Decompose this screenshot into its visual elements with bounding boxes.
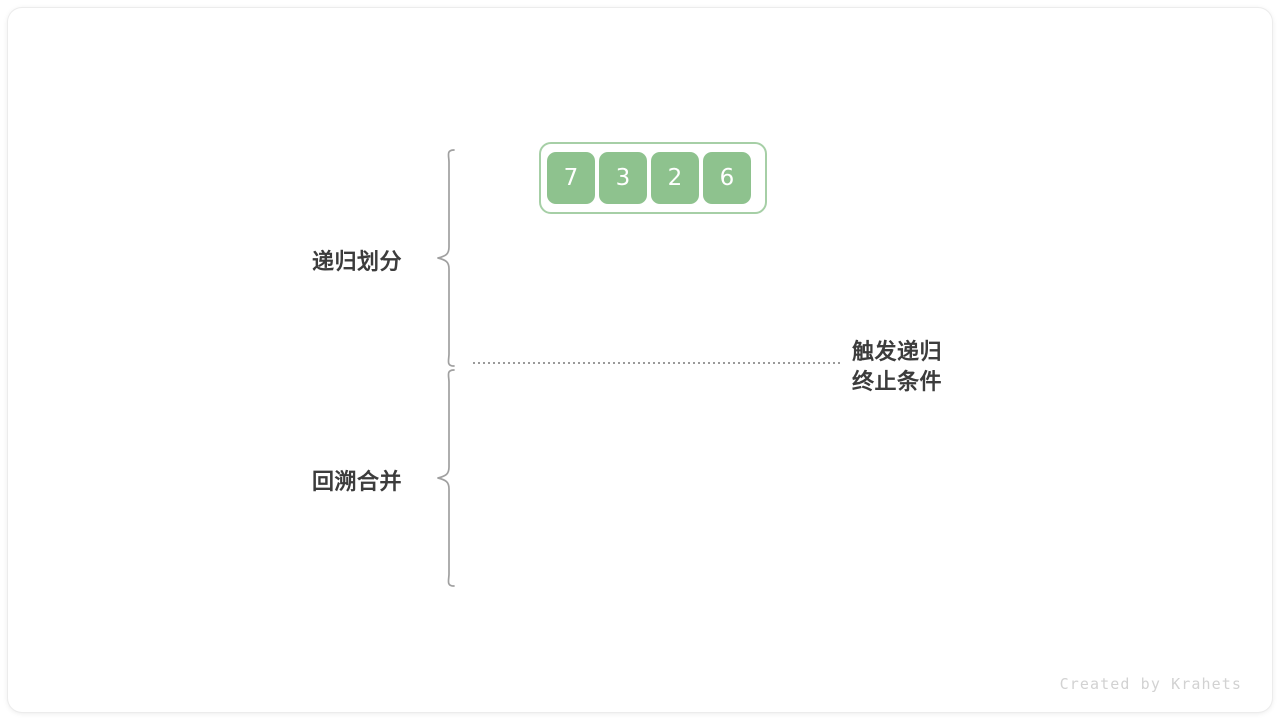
watermark-credit: Created by Krahets — [1059, 675, 1242, 693]
array-cell: 2 — [651, 152, 699, 204]
dotted-divider — [473, 362, 843, 364]
phase-label-divide: 递归划分 — [312, 250, 403, 275]
array-row: 7 3 2 6 — [539, 142, 767, 214]
brace-merge-icon — [437, 369, 455, 587]
diagram-canvas: 7 3 2 6 递归划分 回溯合并 触发递归 终止条件 Created by K… — [8, 8, 1272, 712]
annotation-line-2: 终止条件 — [852, 370, 943, 395]
brace-divide-icon — [437, 149, 455, 367]
phase-label-merge: 回溯合并 — [312, 470, 403, 495]
annotation-line-1: 触发递归 — [852, 340, 943, 365]
array-cell: 3 — [599, 152, 647, 204]
array-cell: 6 — [703, 152, 751, 204]
array-cell: 7 — [547, 152, 595, 204]
termination-annotation: 触发递归 终止条件 — [852, 338, 942, 398]
